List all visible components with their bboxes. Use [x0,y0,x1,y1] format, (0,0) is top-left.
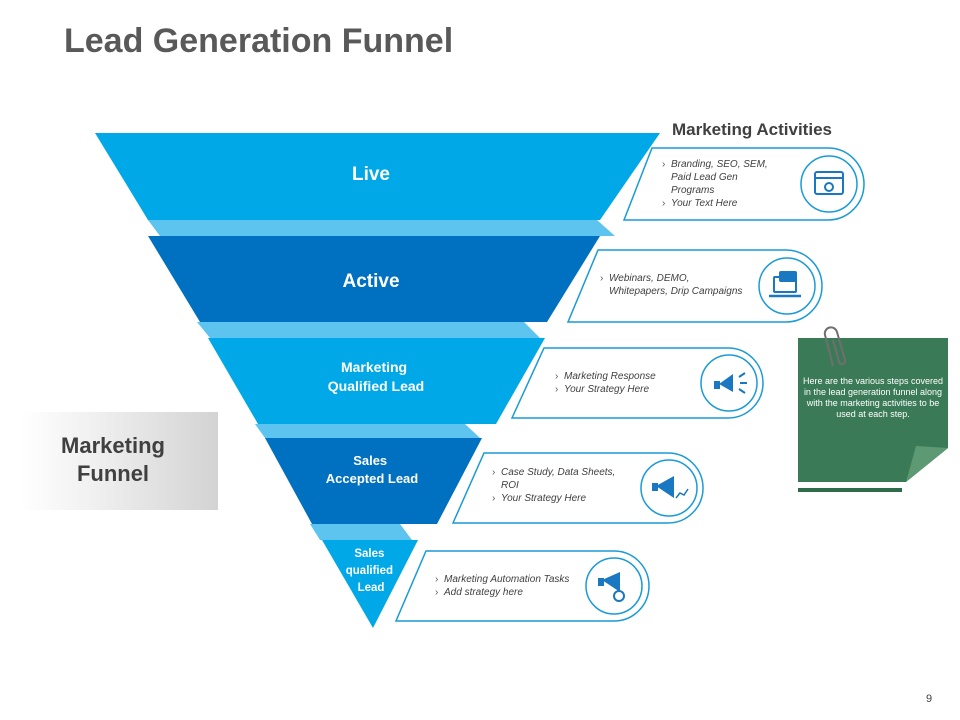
activity-line: Your Text Here [671,198,738,209]
megaphone-chart-icon [640,459,698,517]
activity-item: Your Strategy Here [555,383,695,396]
stage-label: Active [342,271,399,292]
stage-label: Lead [358,582,385,594]
megaphone-hand-icon [700,354,758,412]
browser-settings-icon [800,155,858,213]
stage-label: Qualified Lead [328,378,424,394]
slide-title: Lead Generation Funnel [64,22,454,60]
marketing-funnel-line: Funnel [76,461,150,486]
funnel-connector [148,220,615,236]
activity-item: Add strategy here [435,586,595,599]
funnel-stage-sql [322,540,418,628]
marketing-funnel-label: Marketing Funnel [20,432,206,488]
laptop-chat-icon [758,257,816,315]
activity-line: Paid Lead Gen [671,172,738,183]
megaphone-gear-icon [585,557,643,615]
funnel-connector [197,322,540,338]
activity-text: Case Study, Data Sheets, ROI Your Strate… [492,466,632,505]
activity-line: Case Study, Data Sheets, [501,467,616,478]
page-number: 9 [926,693,933,705]
svg-text:Sales Accepted Lead: Sales Accepted Lead [326,453,419,486]
activities-heading: Marketing Activities [672,120,832,139]
funnel-stage-sal [265,438,482,524]
activity-line: Webinars, DEMO, [609,273,690,284]
funnel-stage-mql [208,338,545,424]
activity-line: Whitepapers, Drip Campaigns [609,286,743,297]
stage-label: Sales [354,548,384,560]
stage-label: Marketing [341,359,407,375]
funnel-stage-live [95,133,660,220]
activity-item: Your Strategy Here [492,492,632,505]
svg-text:Marketing Qualified Lead: Marketing Qualified Lead [328,359,424,394]
paperclip-icon [823,326,847,367]
funnel-stage-active [148,236,600,322]
activity-line: Marketing Automation Tasks [444,574,570,585]
activity-text: Marketing Response Your Strategy Here [555,370,695,396]
activity-item: Branding, SEO, SEM, Paid Lead Gen Progra… [662,158,792,197]
activity-item: Your Text Here [662,197,792,210]
activity-item: Marketing Automation Tasks [435,573,595,586]
sticky-note [798,338,948,492]
activity-line: ROI [501,480,519,491]
marketing-funnel-line: Marketing [61,433,165,458]
stage-label: Sales [353,453,387,468]
sticky-note-text: Here are the various steps covered in th… [802,376,944,419]
activity-text: Webinars, DEMO, Whitepapers, Drip Campai… [600,272,760,298]
activity-line: Your Strategy Here [501,493,587,504]
marketing-funnel-box [20,412,218,510]
stage-label: qualified [346,565,393,577]
activity-item: Marketing Response [555,370,695,383]
svg-text:Active: Active [342,271,399,292]
activity-text: Marketing Automation Tasks Add strategy … [435,573,595,599]
activity-item: Webinars, DEMO, Whitepapers, Drip Campai… [600,272,760,298]
funnel-connector [255,424,480,438]
stage-label: Live [352,164,390,185]
svg-text:Sales qualified Lead: Sales qualified Lead [346,548,396,594]
activity-item: Case Study, Data Sheets, ROI [492,466,632,492]
stage-label: Accepted Lead [326,471,419,486]
activity-line: Programs [671,185,715,196]
svg-text:Live: Live [352,164,390,185]
activity-text: Branding, SEO, SEM, Paid Lead Gen Progra… [662,158,792,210]
activity-line: Add strategy here [444,587,523,598]
activity-line: Your Strategy Here [564,384,650,395]
activity-line: Marketing Response [564,371,656,382]
activity-line: Branding, SEO, SEM, [671,159,768,170]
funnel-connector [310,524,412,540]
